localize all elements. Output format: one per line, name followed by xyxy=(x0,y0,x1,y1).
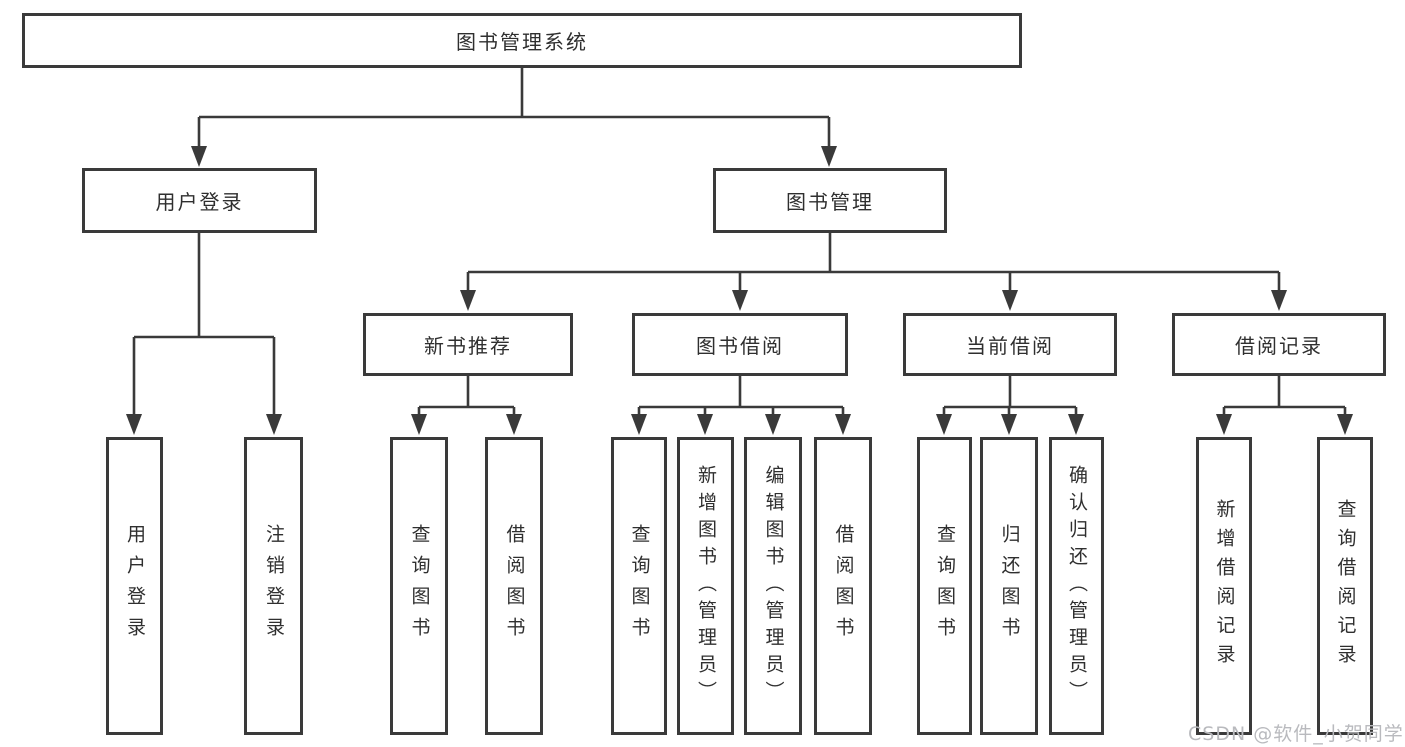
arrow-down-icon xyxy=(631,414,647,435)
arrow-down-icon xyxy=(1002,290,1018,311)
connector-user-login xyxy=(132,233,276,418)
arrow-down-icon xyxy=(126,414,142,435)
csdn-watermark: CSDN @软件_小贺同学 xyxy=(1188,723,1404,745)
arrow-down-icon xyxy=(1271,290,1287,311)
connector-book-borrow xyxy=(637,376,845,419)
node-user-login: 用户登录 xyxy=(82,168,317,233)
node-leaf-logout: 注销登录 xyxy=(244,437,303,735)
node-leaf-nbr-borrow-book-label: 借阅图书 xyxy=(503,524,526,648)
node-leaf-nbr-borrow-book: 借阅图书 xyxy=(485,437,543,735)
node-borrow-records: 借阅记录 xyxy=(1172,313,1386,376)
arrow-down-icon xyxy=(1216,414,1232,435)
node-leaf-cb-return-book-label: 归还图书 xyxy=(998,524,1021,648)
node-new-book-rec-label: 新书推荐 xyxy=(424,334,512,358)
node-book-borrow: 图书借阅 xyxy=(632,313,848,376)
connector-root xyxy=(197,68,831,152)
node-leaf-cb-query-book: 查询图书 xyxy=(917,437,972,735)
connector-current-borrow xyxy=(942,376,1078,419)
connector-new-book-rec xyxy=(417,376,516,419)
arrow-down-icon xyxy=(697,414,713,435)
node-leaf-bb-add-book-label: 新增图书（管理员） xyxy=(695,464,717,708)
node-new-book-rec: 新书推荐 xyxy=(363,313,573,376)
arrow-down-icon xyxy=(411,414,427,435)
node-leaf-cb-confirm-return-label: 确认归还（管理员） xyxy=(1066,464,1088,708)
node-leaf-cb-query-book-label: 查询图书 xyxy=(934,524,956,648)
node-leaf-bb-borrow-book: 借阅图书 xyxy=(814,437,872,735)
node-current-borrow-label: 当前借阅 xyxy=(966,334,1054,358)
node-book-mgmt-label: 图书管理 xyxy=(786,190,874,214)
node-root: 图书管理系统 xyxy=(22,13,1022,68)
node-root-label: 图书管理系统 xyxy=(456,30,588,54)
arrow-down-icon xyxy=(821,146,837,167)
node-leaf-bb-query-book-label: 查询图书 xyxy=(628,524,651,648)
arrow-down-icon xyxy=(936,414,952,435)
node-leaf-nbr-query-book-label: 查询图书 xyxy=(408,524,431,648)
node-current-borrow: 当前借阅 xyxy=(903,313,1117,376)
arrow-down-icon xyxy=(506,414,522,435)
node-leaf-bb-edit-book: 编辑图书（管理员） xyxy=(744,437,802,735)
node-leaf-cb-return-book: 归还图书 xyxy=(980,437,1038,735)
arrow-down-icon xyxy=(460,290,476,311)
arrow-down-icon xyxy=(835,414,851,435)
node-leaf-bb-query-book: 查询图书 xyxy=(611,437,667,735)
arrow-down-icon xyxy=(765,414,781,435)
arrow-down-icon xyxy=(1001,414,1017,435)
node-leaf-user-login: 用户登录 xyxy=(106,437,163,735)
node-book-mgmt: 图书管理 xyxy=(713,168,947,233)
node-leaf-logout-label: 注销登录 xyxy=(263,524,285,648)
node-leaf-br-add-record: 新增借阅记录 xyxy=(1196,437,1252,735)
connector-book-mgmt xyxy=(466,233,1281,294)
node-leaf-user-login-label: 用户登录 xyxy=(124,524,146,648)
node-leaf-br-query-record: 查询借阅记录 xyxy=(1317,437,1373,735)
node-leaf-bb-borrow-book-label: 借阅图书 xyxy=(832,524,855,648)
connector-borrow-records xyxy=(1222,376,1347,419)
arrow-down-icon xyxy=(732,290,748,311)
arrow-down-icon xyxy=(1068,414,1084,435)
node-leaf-bb-edit-book-label: 编辑图书（管理员） xyxy=(762,464,785,708)
node-borrow-records-label: 借阅记录 xyxy=(1235,334,1323,358)
arrow-down-icon xyxy=(266,414,282,435)
node-leaf-cb-confirm-return: 确认归还（管理员） xyxy=(1049,437,1104,735)
node-leaf-bb-add-book: 新增图书（管理员） xyxy=(677,437,734,735)
arrow-down-icon xyxy=(1337,414,1353,435)
node-book-borrow-label: 图书借阅 xyxy=(696,334,784,358)
arrow-down-icon xyxy=(191,146,207,167)
node-leaf-br-add-record-label: 新增借阅记录 xyxy=(1213,499,1236,673)
node-user-login-label: 用户登录 xyxy=(155,190,244,214)
node-leaf-br-query-record-label: 查询借阅记录 xyxy=(1334,499,1357,673)
node-leaf-nbr-query-book: 查询图书 xyxy=(390,437,448,735)
